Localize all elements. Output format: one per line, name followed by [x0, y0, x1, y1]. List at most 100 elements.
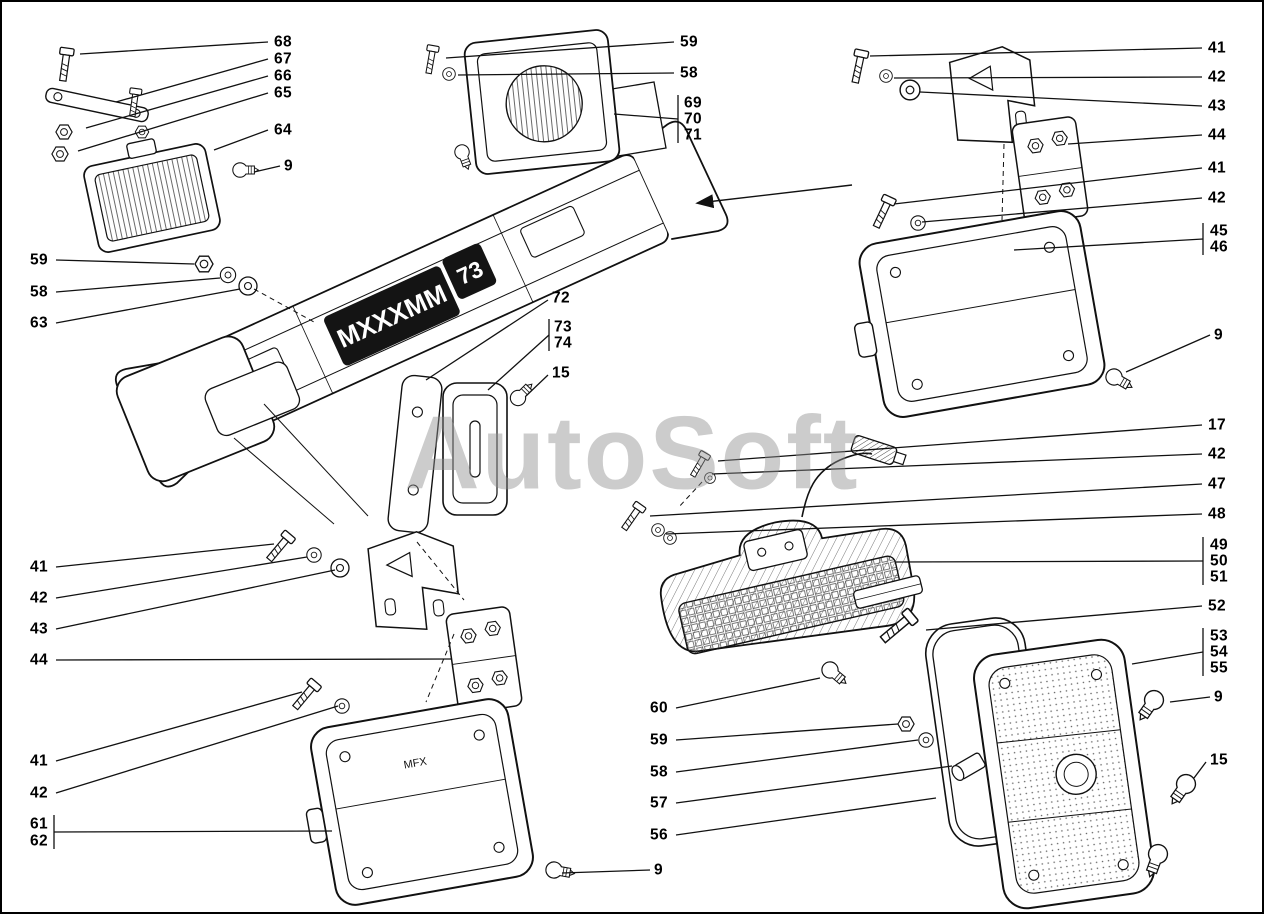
leader-line: [487, 334, 550, 391]
callout-label-42: 42: [1208, 189, 1227, 207]
callout-label-58: 58: [650, 763, 669, 781]
leader-line: [895, 560, 1204, 563]
repeater-lamp: [463, 29, 621, 175]
callout-label-59: 59: [30, 251, 49, 269]
leader-line: [213, 129, 269, 151]
callout-label-43: 43: [1208, 97, 1227, 115]
callout-label-54: 54: [1210, 643, 1229, 661]
bracket-72: [387, 374, 443, 534]
leader-line: [711, 453, 1203, 475]
leader-line: [77, 92, 269, 152]
callout-label-9: 9: [1214, 688, 1224, 706]
bulb-icon: [1131, 686, 1168, 726]
callout-label-68: 68: [274, 33, 293, 51]
callout-label-67: 67: [274, 50, 293, 68]
leader-line: [457, 72, 675, 76]
leader-line: [55, 691, 303, 762]
fastener-plate-right: [1011, 116, 1089, 224]
leader-line: [79, 41, 269, 55]
callout-label-9: 9: [654, 861, 664, 879]
bumper-end-left: [115, 335, 301, 483]
callout-label-15: 15: [552, 364, 571, 382]
callout-label-64: 64: [274, 121, 293, 139]
leader-line: [1067, 134, 1203, 145]
leader-line: [921, 197, 1203, 223]
leader-line: [893, 167, 1203, 205]
callout-label-42: 42: [30, 784, 49, 802]
bulb-icon: [452, 142, 476, 173]
callout-label-15: 15: [1210, 751, 1229, 769]
leader-line: [55, 259, 195, 265]
tail-lamp-right: [853, 210, 1106, 418]
bumper-fasteners-left: [194, 255, 258, 296]
callout-label-59: 59: [650, 731, 669, 749]
construction-lines: [253, 143, 1005, 703]
callout-label-56: 56: [650, 826, 669, 844]
callout-label-59: 59: [680, 33, 699, 51]
callout-label-50: 50: [1210, 552, 1229, 570]
leader-line: [675, 677, 821, 709]
callout-label-58: 58: [680, 64, 699, 82]
leader-line: [925, 605, 1203, 631]
callout-label-9: 9: [1214, 326, 1224, 344]
callout-label-41: 41: [30, 752, 49, 770]
leader-line: [445, 41, 675, 59]
leader-line: [869, 47, 1203, 57]
leader-line: [55, 705, 339, 794]
callout-label-61: 61: [30, 815, 49, 833]
callout-label-48: 48: [1208, 505, 1227, 523]
callout-label-45: 45: [1210, 222, 1229, 240]
leader-line: [561, 869, 651, 874]
callout-label-72: 72: [552, 289, 571, 307]
leader-line: [425, 299, 549, 381]
callout-label-49: 49: [1210, 536, 1229, 554]
leader-line: [55, 543, 275, 568]
callout-label-71: 71: [684, 126, 703, 144]
callout-label-58: 58: [30, 283, 49, 301]
leader-line: [53, 830, 333, 833]
leader-line: [675, 723, 899, 741]
rear-lamp: [973, 638, 1155, 910]
leader-line: [717, 424, 1203, 462]
leader-line: [675, 765, 953, 804]
tail-lamp-left: MFX: [305, 698, 534, 906]
leader-line: [613, 113, 679, 120]
callout-label-51: 51: [1210, 568, 1229, 586]
callout-label-42: 42: [30, 589, 49, 607]
bulb-holder-icon: [818, 658, 852, 691]
callout-label-53: 53: [1210, 627, 1229, 645]
wire-connector: [850, 435, 907, 466]
leader-line: [55, 556, 308, 599]
leader-line: [675, 797, 937, 836]
callout-label-52: 52: [1208, 597, 1227, 615]
callout-label-42: 42: [1208, 445, 1227, 463]
fastener-plate-left: [445, 606, 523, 714]
callout-label-55: 55: [1210, 659, 1229, 677]
callout-label-46: 46: [1210, 238, 1229, 256]
leader-line: [1131, 651, 1204, 665]
leader-line: [1193, 761, 1207, 779]
leader-line: [893, 76, 1203, 79]
callout-label-74: 74: [554, 334, 573, 352]
leader-line: [115, 58, 269, 103]
callout-label-9: 9: [284, 157, 294, 175]
callout-label-57: 57: [650, 794, 669, 812]
callout-label-44: 44: [30, 651, 49, 669]
side-lamp-73: [442, 382, 508, 516]
mount-strap: [853, 575, 923, 609]
leader-line: [55, 569, 336, 630]
callout-label-47: 47: [1208, 475, 1227, 493]
leader-line: [525, 374, 549, 397]
leader-line: [253, 165, 281, 173]
bulb-icon: [506, 378, 538, 410]
callout-label-65: 65: [274, 84, 293, 102]
front-lamp: [83, 138, 221, 253]
lamp-wire: [801, 452, 873, 518]
bulb-icon: [544, 860, 577, 883]
angle-bracket-left: [367, 530, 460, 631]
bulb-icon: [1163, 770, 1200, 810]
callout-label-43: 43: [30, 620, 49, 638]
leader-lines: [53, 41, 1211, 874]
